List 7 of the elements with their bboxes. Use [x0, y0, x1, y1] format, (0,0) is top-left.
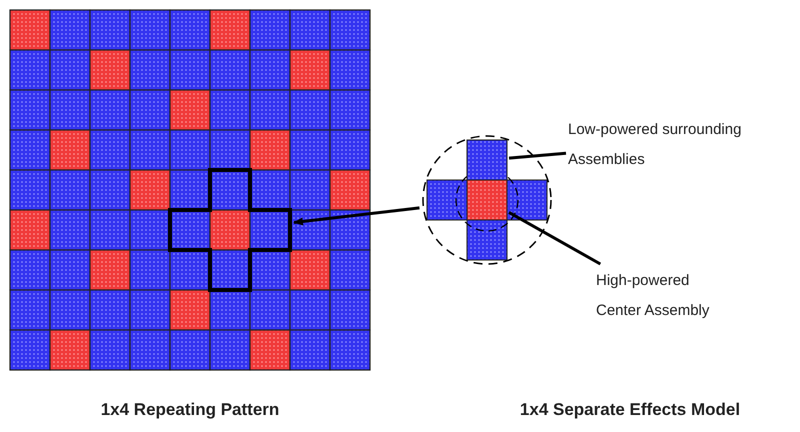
- callout-text: Low-powered surrounding Assemblies: [568, 120, 742, 170]
- caption: 1x4 Repeating Pattern: [100, 400, 280, 420]
- caption: 1x4 Separate Effects Model: [518, 400, 742, 420]
- callout-text: High-powered Center Assembly: [596, 271, 710, 321]
- leader-line: [508, 152, 566, 160]
- arrow: [293, 206, 420, 226]
- leader-line: [508, 211, 602, 266]
